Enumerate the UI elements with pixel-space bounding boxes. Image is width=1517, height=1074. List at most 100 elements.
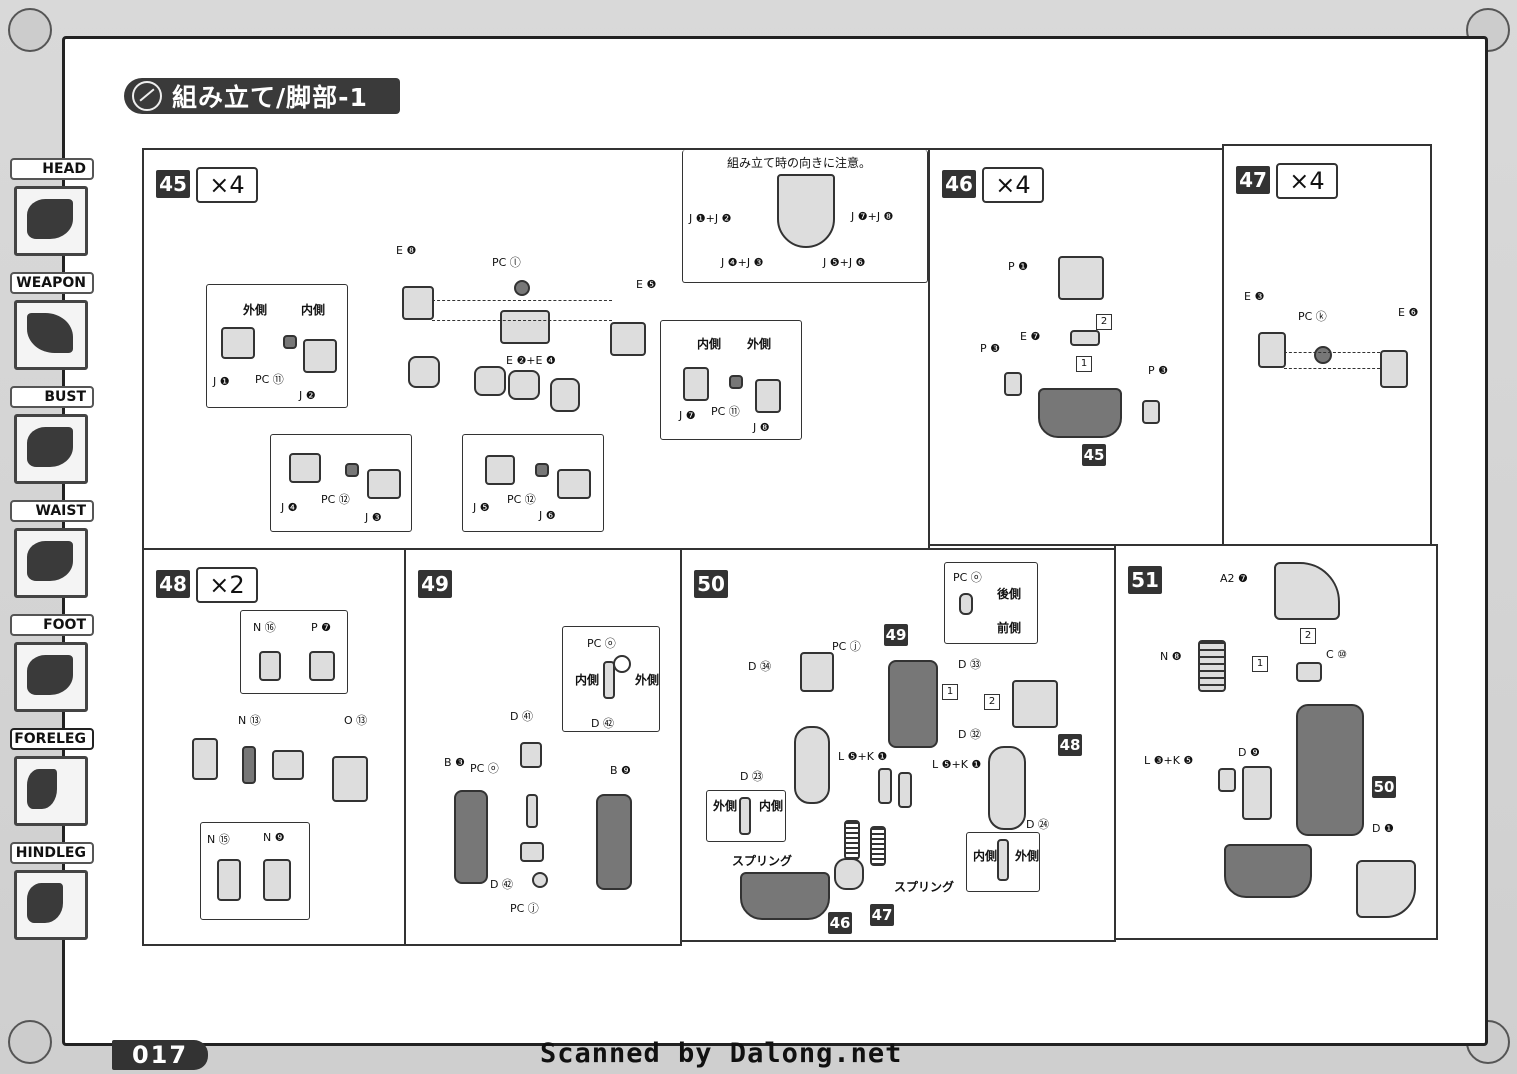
- page-title-bar: 組み立て/脚部-1: [124, 78, 400, 114]
- step-number: 49: [418, 570, 452, 598]
- side-label: 外側: [1015, 849, 1040, 863]
- bust-thumbnail-icon: [14, 414, 88, 484]
- part-label: P ❼: [311, 621, 331, 634]
- spring-2: [870, 826, 886, 866]
- leg-assembly-50: [1296, 704, 1364, 836]
- part-label: E ❽: [396, 244, 417, 257]
- part-label: J ❼+J ❽: [851, 210, 894, 223]
- part-label: N ⑯: [253, 621, 276, 634]
- side-label: 外側: [243, 303, 268, 317]
- part-j7: [683, 367, 709, 401]
- part-label: PC ⑪: [255, 373, 284, 386]
- sidebar-item-label: HINDLEG: [10, 842, 94, 864]
- piston-2: [898, 772, 912, 808]
- detail-box-orientation: PC ⓞ 後側 前側: [944, 562, 1038, 644]
- part-d23: [794, 726, 830, 804]
- part-p3-right: [1142, 400, 1160, 424]
- part-l3-k5: [1218, 768, 1236, 792]
- part-c10: [1296, 662, 1322, 682]
- part-j3: [367, 469, 401, 499]
- part-frame: [500, 310, 550, 344]
- sidebar-item-foreleg[interactable]: FORELEG: [6, 728, 98, 832]
- sidebar-item-bust[interactable]: BUST: [6, 386, 98, 490]
- sidebar-item-label: WAIST: [10, 500, 94, 522]
- detail-box-pc-o: PC ⓞ 内側 外側 D ㊷: [562, 626, 660, 732]
- part-label: J ❽: [753, 421, 770, 434]
- part-pc-11: [729, 375, 743, 389]
- part-pc-k: [1314, 346, 1332, 364]
- part-label: PC ⓙ: [832, 640, 861, 653]
- part-claw: [272, 750, 304, 780]
- orientation-label: 後側: [997, 587, 1022, 601]
- part-label: E ❷+E ❹: [506, 354, 556, 367]
- step-46-panel: 46 ×4 P ❶ 2 E ❼ 1 P ❸ P ❸ 45: [928, 148, 1224, 546]
- part-d34: [800, 652, 834, 692]
- part-label: A2 ❼: [1220, 572, 1248, 585]
- detail-box-j5-j6: J ❺ PC ⑫ J ❻: [462, 434, 604, 532]
- part-label: E ❺: [636, 278, 657, 291]
- part-p7: [309, 651, 335, 681]
- side-label: 内側: [301, 303, 326, 317]
- sequence-marker: 2: [1300, 628, 1316, 644]
- detail-box-n16-p7: N ⑯ P ❼: [240, 610, 348, 694]
- sidebar-item-foot[interactable]: FOOT: [6, 614, 98, 718]
- part-label: J ❷: [299, 389, 316, 402]
- step-reference: 48: [1058, 734, 1082, 756]
- scan-watermark: Scanned by Dalong.net: [540, 1038, 903, 1069]
- step-number: 47: [1236, 166, 1270, 194]
- part-label: N ⑮: [207, 833, 230, 846]
- sidebar-item-head[interactable]: HEAD: [6, 158, 98, 262]
- step-reference: 47: [870, 904, 894, 926]
- warning-icon: [613, 655, 631, 673]
- sidebar-item-label: FOOT: [10, 614, 94, 636]
- step-number: 46: [942, 170, 976, 198]
- step-number: 45: [156, 170, 190, 198]
- part-label: P ❸: [980, 342, 1000, 355]
- part-label: D ㉝: [958, 658, 981, 671]
- sidebar-item-weapon[interactable]: WEAPON: [6, 272, 98, 376]
- weapon-thumbnail-icon: [14, 300, 88, 370]
- part-label: D ㊷: [490, 878, 513, 891]
- detail-box-piston-a: 外側 内側: [706, 790, 786, 842]
- orientation-note-box: 組み立て時の向きに注意。 J ❶+J ❷ J ❼+J ❽ J ❹+J ❸ J ❺…: [682, 150, 928, 283]
- part-label: J ❸: [365, 511, 382, 524]
- toe-assembly-4: [550, 378, 580, 412]
- foot-thumbnail-icon: [14, 642, 88, 712]
- part-label: L ❺+K ❶: [932, 758, 982, 771]
- foot-assembly: [1038, 388, 1122, 438]
- sidebar-item-hindleg[interactable]: HINDLEG: [6, 842, 98, 946]
- corner-bolt-icon: [8, 1020, 52, 1064]
- part-pc-11: [283, 335, 297, 349]
- part-b9: [596, 794, 632, 890]
- part-e8: [402, 286, 434, 320]
- side-label: 外側: [635, 673, 660, 687]
- piston-icon: [739, 797, 751, 835]
- part-e5: [610, 322, 646, 356]
- part-n13: [242, 746, 256, 784]
- corner-bolt-icon: [8, 8, 52, 52]
- part-label: D ㉞: [748, 660, 771, 673]
- part-label: C ⑩: [1326, 648, 1348, 661]
- piston-icon: [997, 839, 1009, 881]
- part-label: J ❼: [679, 409, 696, 422]
- sidebar-item-waist[interactable]: WAIST: [6, 500, 98, 604]
- part-label: PC ⓞ: [953, 571, 982, 584]
- part-e3: [1258, 332, 1286, 368]
- part-e6: [1380, 350, 1408, 388]
- orientation-note: 組み立て時の向きに注意。: [727, 156, 872, 170]
- part-j1: [221, 327, 255, 359]
- sequence-marker: 1: [942, 684, 958, 700]
- sequence-marker: 2: [1096, 314, 1112, 330]
- part-label: J ❶: [213, 375, 230, 388]
- part-n15: [217, 859, 241, 901]
- part-label: D ㊶: [510, 710, 533, 723]
- side-label: 外側: [713, 799, 738, 813]
- quantity-multiplier: ×2: [196, 567, 258, 603]
- part-n9: [263, 859, 291, 901]
- foot-46: [740, 872, 830, 920]
- detail-box-n15-n9: N ⑮ N ❾: [200, 822, 310, 920]
- part-label: E ❸: [1244, 290, 1265, 303]
- part-label: L ❺+K ❶: [838, 750, 888, 763]
- part-label: O ⑬: [344, 714, 368, 727]
- sidebar-item-label: BUST: [10, 386, 94, 408]
